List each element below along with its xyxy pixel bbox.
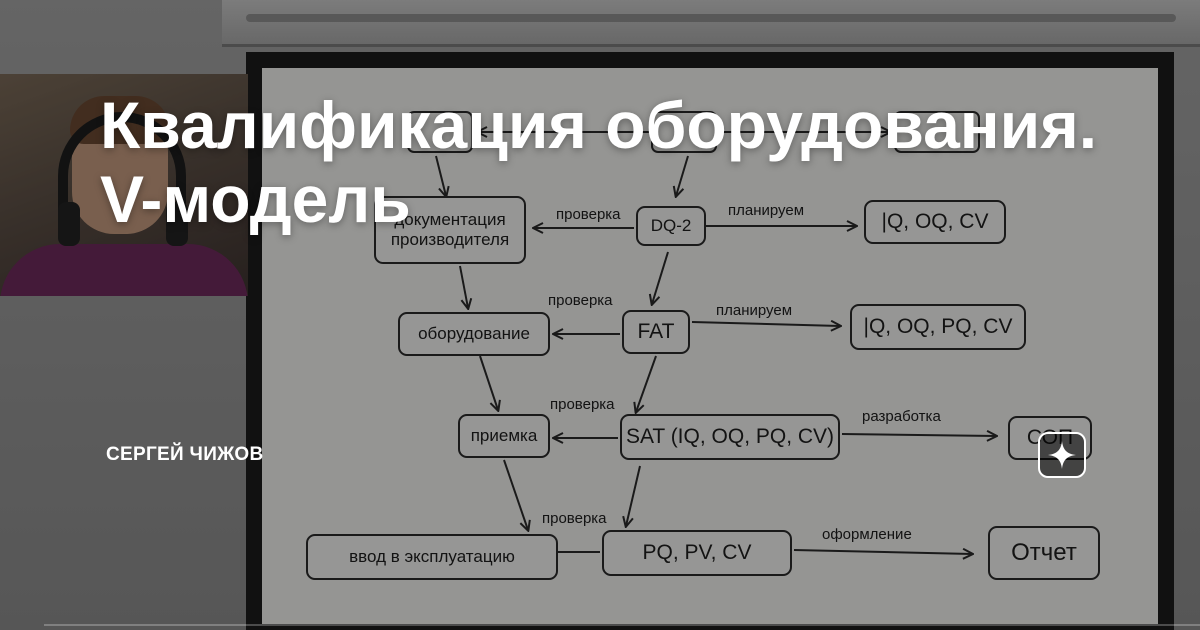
edge-label-check-3: проверка	[550, 396, 615, 413]
edge-label-check-4: проверка	[542, 510, 607, 527]
arrow-acceptance-commissioning	[504, 460, 528, 530]
arrow-dq2-fat	[652, 252, 668, 304]
node-plan2: |Q, OQ, PQ, CV	[850, 304, 1026, 350]
arrow-fat-plan2	[692, 322, 840, 326]
arrow-docs-equipment	[460, 266, 468, 308]
edge-label-plan-2: планируем	[716, 302, 792, 319]
node-report-label: Отчет	[1011, 539, 1077, 568]
node-fat-label: FAT	[638, 319, 675, 344]
arrow-pq-report	[794, 550, 972, 554]
node-pq: PQ, PV, CV	[602, 530, 792, 576]
article-title[interactable]: Квалификация оборудования. V-модель	[100, 88, 1160, 236]
author-name[interactable]: СЕРГЕЙ ЧИЖОВ	[106, 444, 263, 466]
node-sat: SAT (IQ, OQ, PQ, CV)	[620, 414, 840, 460]
node-plan2-label: |Q, OQ, PQ, CV	[864, 314, 1013, 339]
article-title-line-2: V-модель	[100, 162, 1160, 236]
node-acceptance-label: приемка	[471, 426, 538, 446]
node-sat-label: SAT (IQ, OQ, PQ, CV)	[626, 424, 834, 449]
edge-label-document: оформление	[822, 526, 912, 543]
node-fat: FAT	[622, 310, 690, 354]
zen-badge-button[interactable]	[1038, 432, 1086, 478]
node-acceptance: приемка	[458, 414, 550, 458]
sparkle-icon	[1047, 440, 1077, 470]
arrow-equipment-acceptance	[480, 356, 498, 410]
node-equipment: оборудование	[398, 312, 550, 356]
arrow-fat-sat	[636, 356, 656, 412]
node-commissioning-label: ввод в эксплуатацию	[349, 547, 515, 567]
arrow-sat-sop	[842, 434, 996, 436]
node-commissioning: ввод в эксплуатацию	[306, 534, 558, 580]
edge-label-develop: разработка	[862, 408, 941, 425]
edge-label-check-2: проверка	[548, 292, 613, 309]
article-title-line-1: Квалификация оборудования.	[100, 88, 1160, 162]
node-equipment-label: оборудование	[418, 324, 530, 344]
bottom-divider	[44, 624, 1200, 626]
arrow-sat-pq	[626, 466, 640, 526]
node-pq-label: PQ, PV, CV	[643, 540, 752, 565]
node-report: Отчет	[988, 526, 1100, 580]
